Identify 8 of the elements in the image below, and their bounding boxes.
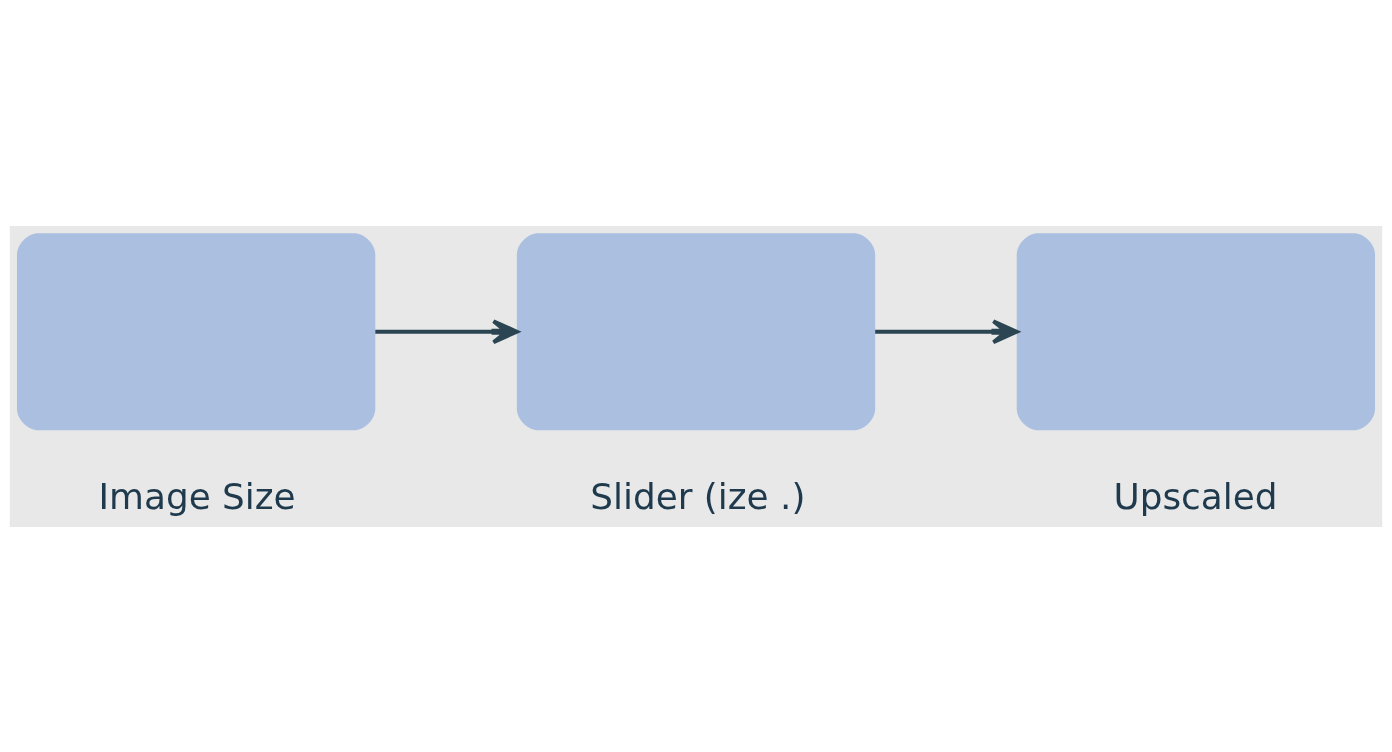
arrow [375,318,519,344]
node-label: Upscaled [1113,475,1278,517]
arrow [875,318,1019,344]
node-label: Slider (ize .) [590,475,806,517]
node-box [16,232,376,430]
node-box [1016,232,1376,430]
node-label: Image Size [98,475,296,517]
node-box [516,232,876,430]
